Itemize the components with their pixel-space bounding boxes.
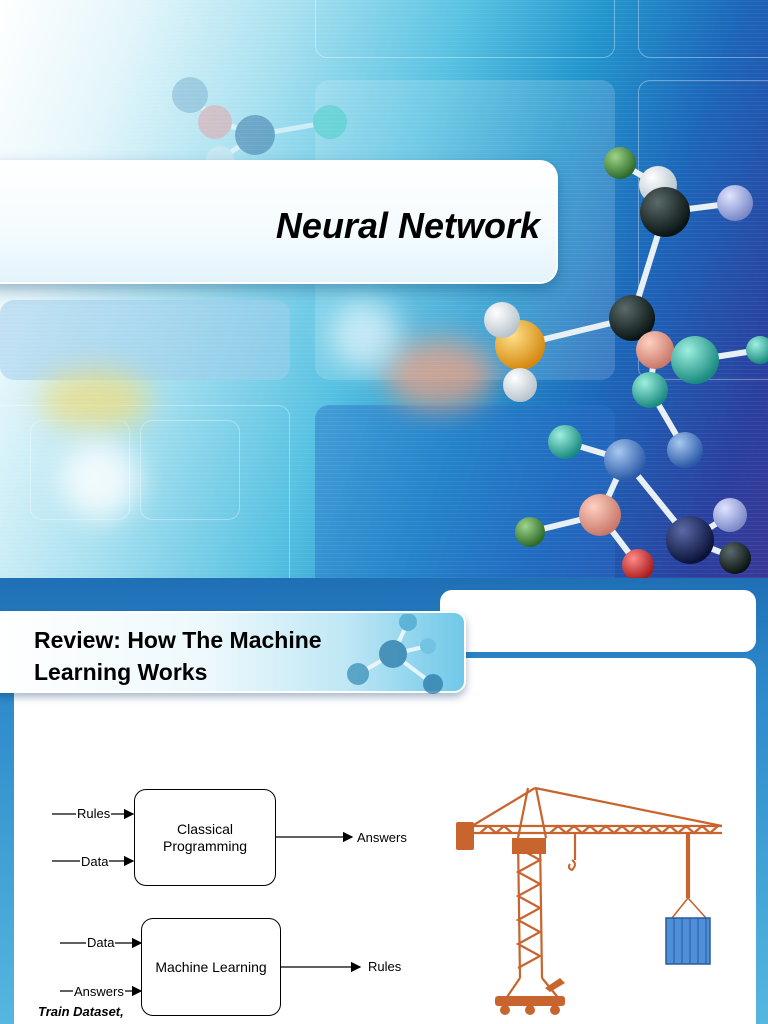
label-ml-answers-in: Answers [73, 984, 125, 999]
label-data-in: Data [80, 854, 110, 869]
label-rules-in: Rules [76, 806, 112, 821]
classical-programming-box: Classical Programming [134, 789, 276, 886]
label-ml-data-in: Data [86, 935, 116, 950]
slide-title: Neural Network [275, 205, 540, 246]
heading-line-2: Learning Works [34, 659, 208, 685]
bg-tile [638, 0, 768, 58]
container-icon [665, 917, 711, 965]
heading-line-1: Review: How The Machine [34, 627, 322, 653]
title-slide: Neural Network [0, 0, 768, 578]
small-molecule-icon [347, 614, 443, 694]
blurred-atom [60, 440, 140, 520]
bg-block [0, 300, 290, 380]
molecule-illustration-icon [484, 147, 768, 578]
crane-illustration-icon [456, 786, 723, 1015]
blurred-atom [385, 340, 495, 410]
machine-learning-box: Machine Learning [141, 918, 281, 1016]
train-dataset-note: Train Dataset, [38, 1004, 124, 1019]
header-bar [440, 590, 756, 652]
slide-heading: Review: How The Machine Learning Works [34, 624, 414, 688]
blurred-atom [40, 370, 150, 430]
blurred-atom [330, 300, 400, 370]
bg-tile [140, 420, 240, 520]
classical-line-2: Programming [162, 837, 248, 854]
label-answers-out: Answers [356, 830, 408, 845]
classical-line-1: Classical [176, 820, 233, 837]
title-banner [0, 160, 558, 284]
label-rules-out: Rules [367, 959, 403, 974]
review-slide: Review: How The Machine Learning Works C… [0, 578, 768, 1024]
bg-tile [315, 0, 615, 58]
ml-box-label: Machine Learning [155, 958, 267, 975]
